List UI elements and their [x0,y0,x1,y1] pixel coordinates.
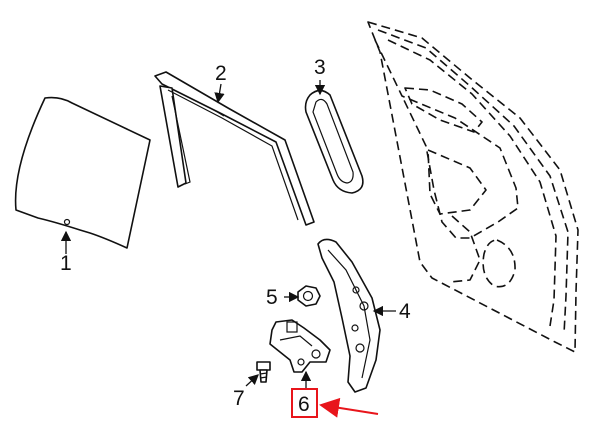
bolt [256,361,271,383]
nut [297,285,321,307]
callout-2: 2 [215,62,227,85]
window-regulator [317,238,381,393]
red-pointer-arrow [319,397,379,418]
door-glass [14,96,151,249]
callout-3: 3 [314,56,326,79]
regulator-motor [269,319,331,373]
callout-leaders [60,80,396,388]
callout-6-highlight-box [291,388,318,418]
glass-run-channel [154,71,315,226]
callout-6: 6 [298,393,310,416]
seal-pad [304,89,364,194]
door-shell-outline [367,21,579,353]
callout-5: 5 [266,286,278,309]
callout-4: 4 [399,300,411,323]
callout-1: 1 [60,252,72,275]
callout-7: 7 [233,387,245,410]
